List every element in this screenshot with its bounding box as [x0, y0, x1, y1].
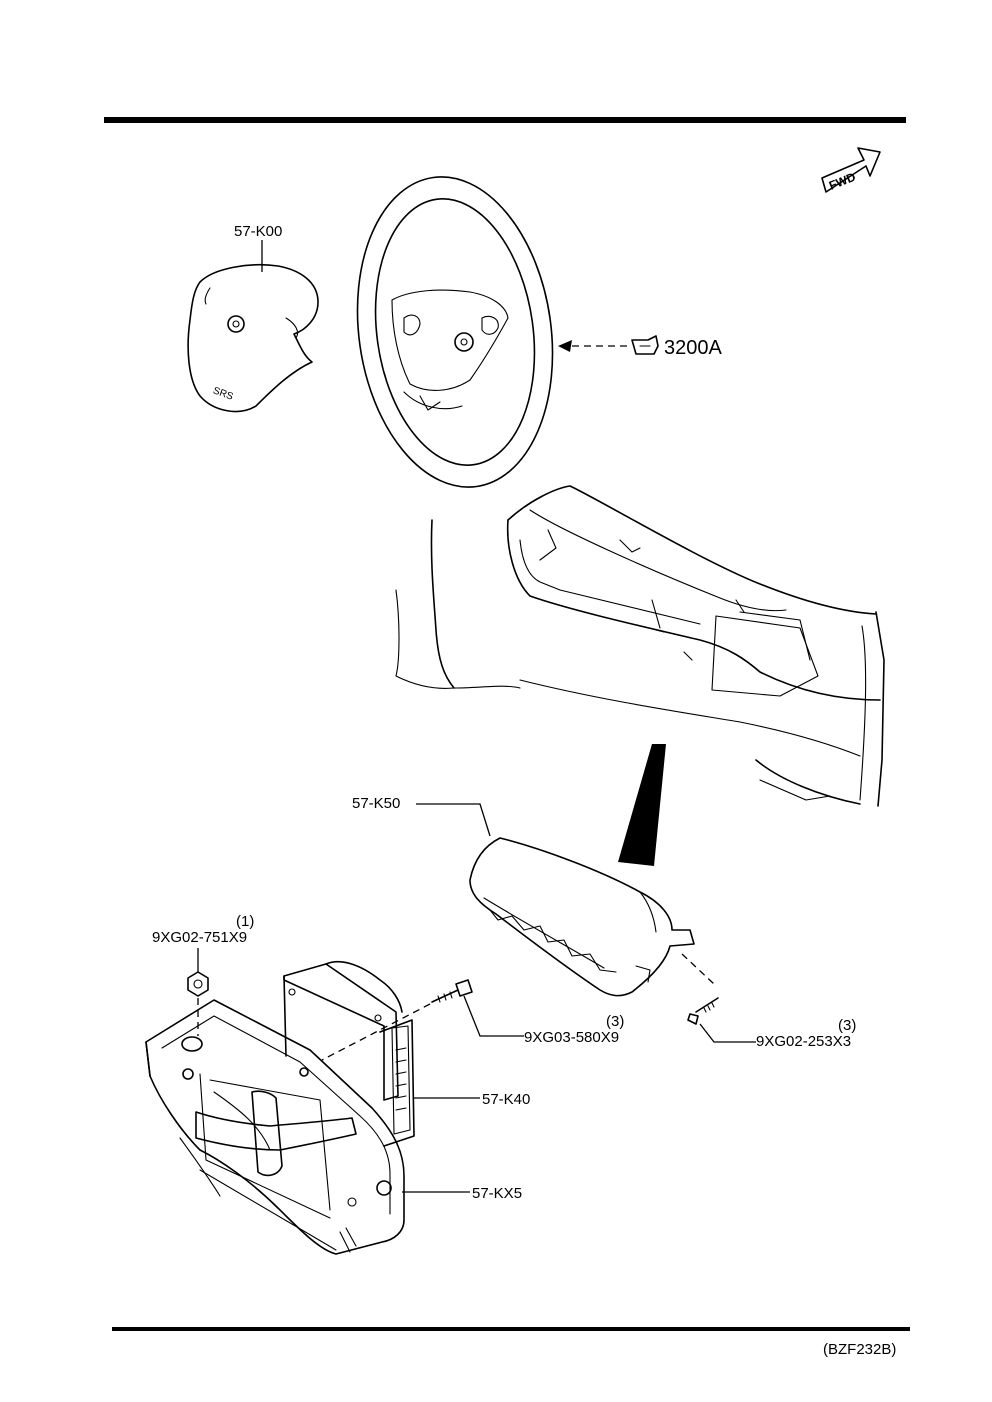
nut-code: 9XG02-751X9 [152, 929, 247, 946]
passenger-airbag-module [469, 837, 695, 997]
reference-code: 3200A [664, 337, 722, 359]
bolt-code: 9XG03-580X9 [524, 1029, 619, 1046]
screw-code: 9XG02-253X3 [756, 1033, 851, 1050]
screw-qty: (3) [838, 1017, 856, 1034]
footer-rule [112, 1327, 910, 1331]
bracket-code: 57-KX5 [472, 1185, 522, 1202]
srs-marking: SRS [211, 385, 234, 402]
control-unit-code: 57-K40 [482, 1091, 530, 1108]
header-rule [104, 117, 906, 123]
mounting-bracket [145, 999, 405, 1255]
instrument-panel [395, 485, 885, 807]
location-arrow [618, 744, 666, 866]
bolt-qty: (3) [606, 1013, 624, 1030]
nut-qty: (1) [236, 913, 254, 930]
fwd-arrow-icon: FWD [821, 147, 881, 193]
screw-icon [687, 997, 719, 1025]
srs-control-unit [283, 960, 415, 1147]
driver-airbag-module: SRS [187, 263, 319, 413]
steering-wheel [356, 176, 554, 488]
driver-module-code: 57-K00 [234, 223, 282, 240]
passenger-module-code: 57-K50 [352, 795, 400, 812]
nut-icon [187, 971, 209, 997]
fwd-label: FWD [827, 169, 858, 192]
bolt-icon [431, 979, 473, 1003]
pointing-hand-icon [631, 335, 659, 355]
diagram-id: (BZF232B) [823, 1341, 896, 1358]
